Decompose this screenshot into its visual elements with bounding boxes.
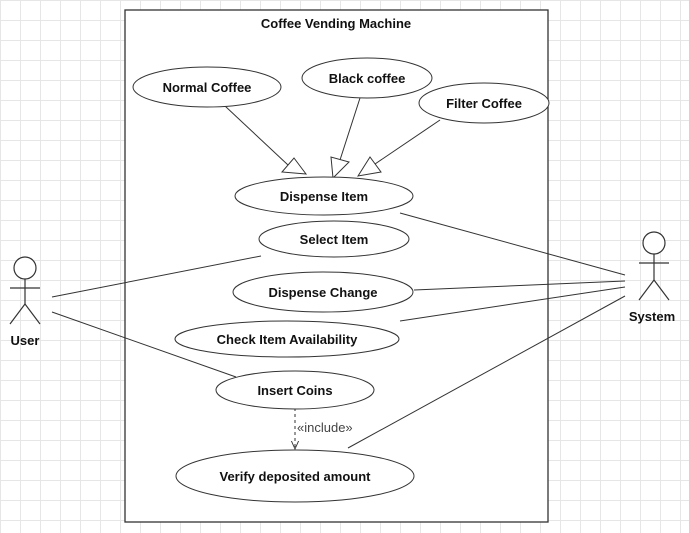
- use-case-dispense-change[interactable]: Dispense Change: [232, 271, 414, 313]
- use-case-select-item-label: Select Item: [300, 232, 369, 247]
- actor-user-label: User: [11, 333, 40, 348]
- use-case-verify-deposited-amount[interactable]: Verify deposited amount: [175, 449, 415, 503]
- use-case-check-item-availability[interactable]: Check Item Availability: [174, 320, 400, 358]
- association-system-check-availability: [399, 286, 626, 322]
- associations: [51, 212, 626, 449]
- generalization-arrowhead-black-coffee: [330, 156, 350, 180]
- generalization-arrowhead-normal-coffee: [280, 157, 308, 175]
- association-system-dispense-item: [399, 212, 626, 276]
- association-user-select-item: [51, 255, 262, 298]
- use-case-verify-deposited-amount-shape[interactable]: [175, 449, 415, 503]
- actor-system-right-leg: [653, 279, 670, 301]
- actor-user[interactable]: [9, 256, 41, 325]
- actor-system-left-leg: [638, 279, 655, 301]
- actor-system-head: [642, 231, 666, 255]
- actor-system-label: System: [629, 309, 675, 324]
- use-case-dispense-change-shape[interactable]: [232, 271, 414, 313]
- use-case-filter-coffee-label: Filter Coffee: [446, 96, 522, 111]
- use-case-black-coffee-label: Black coffee: [329, 71, 406, 86]
- use-case-normal-coffee-label: Normal Coffee: [163, 80, 252, 95]
- generalization-line-normal-coffee: [224, 105, 289, 166]
- use-case-insert-coins[interactable]: Insert Coins: [215, 370, 375, 410]
- generalization-line-black-coffee: [339, 97, 361, 161]
- include-label: «include»: [297, 420, 353, 435]
- use-case-check-item-availability-shape[interactable]: [174, 320, 400, 358]
- use-case-filter-coffee-shape[interactable]: [418, 82, 550, 124]
- use-case-check-item-availability-label: Check Item Availability: [217, 332, 358, 347]
- use-case-verify-deposited-amount-label: Verify deposited amount: [220, 469, 372, 484]
- actor-user-head: [13, 256, 37, 280]
- association-system-verify-amount: [347, 295, 626, 449]
- use-case-filter-coffee[interactable]: Filter Coffee: [418, 82, 550, 124]
- use-case-dispense-item-shape[interactable]: [234, 176, 414, 216]
- use-case-insert-coins-shape[interactable]: [215, 370, 375, 410]
- association-system-dispense-change: [413, 280, 626, 291]
- use-case-select-item[interactable]: Select Item: [258, 220, 410, 258]
- association-user-insert-coins: [51, 311, 237, 378]
- system-boundary-title: Coffee Vending Machine: [261, 16, 411, 31]
- use-case-black-coffee-shape[interactable]: [301, 57, 433, 99]
- actor-user-right-leg: [24, 303, 41, 325]
- use-case-dispense-change-label: Dispense Change: [268, 285, 377, 300]
- use-case-insert-coins-label: Insert Coins: [257, 383, 332, 398]
- actor-user-left-leg: [9, 303, 26, 325]
- use-case-normal-coffee-shape[interactable]: [132, 66, 282, 108]
- generalization-arrowhead-filter-coffee: [356, 156, 382, 177]
- generalization-arrows: [224, 97, 441, 180]
- use-case-normal-coffee[interactable]: Normal Coffee: [132, 66, 282, 108]
- actor-system[interactable]: [638, 231, 670, 301]
- use-case-black-coffee[interactable]: Black coffee: [301, 57, 433, 99]
- use-case-select-item-shape[interactable]: [258, 220, 410, 258]
- use-case-dispense-item[interactable]: Dispense Item: [234, 176, 414, 216]
- generalization-line-filter-coffee: [374, 119, 441, 165]
- use-case-dispense-item-label: Dispense Item: [280, 189, 368, 204]
